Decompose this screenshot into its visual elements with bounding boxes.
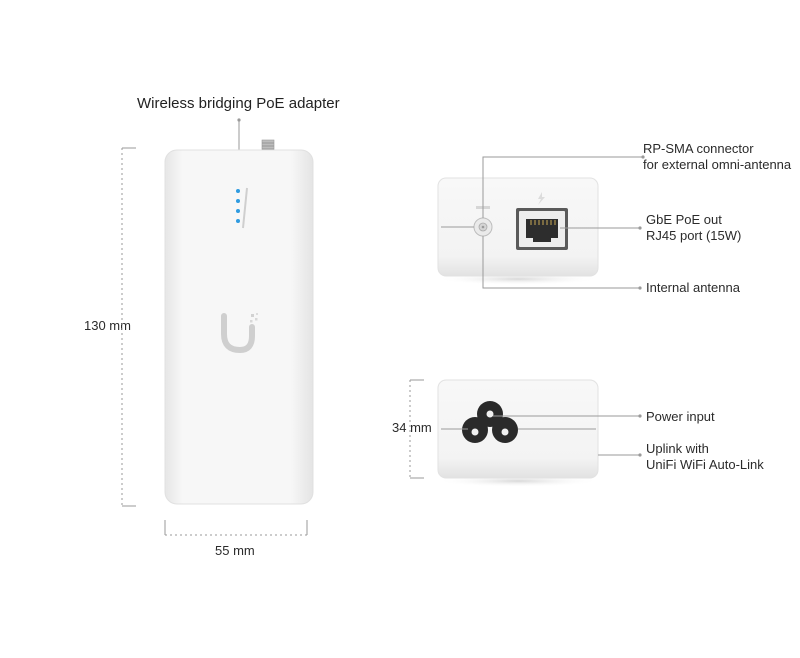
bottom-view-device (409, 379, 642, 487)
height-dimension-label: 130 mm (84, 318, 131, 333)
gbe-callout-line1: GbE PoE out (646, 212, 722, 227)
rp-sma-callout-line1: RP-SMA connector (643, 141, 754, 156)
poe-bolt-icon (538, 192, 545, 205)
device-body-front (164, 149, 314, 505)
ubiquiti-logo-icon (221, 313, 258, 354)
width-dimension-label: 55 mm (215, 543, 255, 558)
rp-sma-leader-line (482, 156, 643, 218)
uplink-callout-line2: UniFi WiFi Auto-Link (646, 457, 764, 472)
power-socket-icon (462, 401, 518, 443)
uplink-callout-line1: Uplink with (646, 441, 709, 456)
product-title: Wireless bridging PoE adapter (137, 95, 340, 112)
gbe-callout-line2: RJ45 port (15W) (646, 228, 742, 243)
top-view-device (436, 155, 645, 290)
depth-dimension-label: 34 mm (392, 420, 432, 435)
rp-sma-callout-line2: for external omni-antenna (643, 157, 792, 172)
status-led-icon (236, 187, 248, 229)
rj45-port-icon (516, 208, 568, 250)
internal-antenna-callout: Internal antenna (646, 280, 740, 295)
front-view-device (121, 118, 314, 536)
internal-antenna-leader-down (482, 236, 640, 289)
power-input-callout: Power input (646, 409, 715, 424)
